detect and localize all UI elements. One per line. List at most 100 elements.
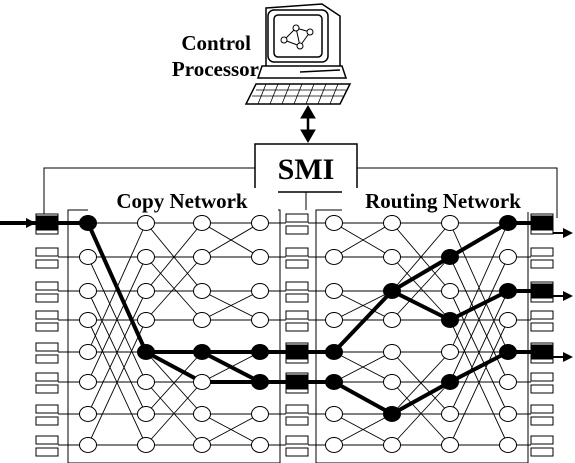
middle-buffer-6-1 [285, 416, 309, 426]
middle-buffer-2-1 [285, 293, 309, 303]
active-path-segment-7 [448, 221, 510, 259]
switch-node-4-5 [251, 374, 269, 390]
switch-node-6-4 [383, 344, 401, 360]
output-buffer-5-0 [530, 372, 554, 382]
route-cross-2-4 [449, 222, 509, 353]
switch-node-7-5 [441, 374, 459, 390]
switch-node-5-5 [325, 374, 343, 390]
output-buffer-6-1 [530, 416, 554, 426]
switch-node-1-6 [79, 406, 97, 422]
input-buffer-2-1 [35, 293, 59, 303]
copy-cross-1-7 [145, 381, 203, 446]
copy-cross-2-3 [201, 290, 261, 321]
switch-node-7-7 [441, 437, 459, 453]
middle-buffer-3-1 [285, 322, 309, 332]
switch-node-4-6 [251, 406, 269, 422]
switch-node-7-1 [441, 249, 459, 265]
switch-node-2-6 [137, 406, 155, 422]
control-processor-label-line1: Control [181, 31, 251, 55]
copy-cross-1-6 [145, 351, 203, 415]
middle-buffer-1-0 [285, 247, 309, 257]
copy-cross-0-7 [87, 319, 147, 446]
switch-node-4-7 [251, 437, 269, 453]
route-cross-0-7 [333, 413, 393, 446]
computer-workstation-icon [244, 3, 352, 105]
switch-node-3-0 [193, 215, 211, 231]
output-buffer-3-1 [530, 322, 554, 332]
route-cross-1-2 [391, 222, 451, 292]
output-arrow-1-head-icon [563, 228, 573, 238]
output-arrow-2-head-icon [563, 291, 573, 301]
input-buffer-5-1 [35, 384, 59, 394]
switch-node-2-4 [137, 344, 155, 360]
switch-node-3-5 [193, 374, 211, 390]
copy-cross-2-1 [201, 222, 261, 258]
switch-node-2-5 [137, 374, 155, 390]
output-buffer-1-0 [530, 247, 554, 257]
switch-node-7-6 [441, 406, 459, 422]
switch-node-6-3 [383, 312, 401, 328]
switch-node-8-7 [499, 437, 517, 453]
output-buffer-7-1 [530, 447, 554, 457]
switch-node-5-0 [325, 215, 343, 231]
smi-label: SMI [278, 153, 335, 186]
switch-node-5-3 [325, 312, 343, 328]
switch-node-6-1 [383, 249, 401, 265]
output-buffer-7-0 [530, 435, 554, 445]
active-path-segment-10 [200, 350, 262, 384]
switch-node-4-1 [251, 249, 269, 265]
copy-cross-2-7 [201, 413, 261, 446]
switch-node-1-1 [79, 249, 97, 265]
middle-buffer-0-0 [285, 213, 309, 223]
middle-buffer-7-1 [285, 447, 309, 457]
middle-buffer-7-0 [285, 435, 309, 445]
active-path-segment-9 [448, 289, 510, 322]
route-cross-1-6 [391, 351, 451, 415]
control-processor-label-line2: Processor [172, 57, 259, 81]
middle-buffer-3-0 [285, 310, 309, 320]
switch-node-8-5 [499, 374, 517, 390]
switch-node-1-5 [79, 374, 97, 390]
switch-node-6-0 [383, 215, 401, 231]
active-buffer-5 [530, 344, 554, 360]
switch-node-7-2 [441, 283, 459, 299]
copy-cross-0-6 [87, 290, 147, 415]
input-buffer-4-1 [35, 354, 59, 364]
switch-node-6-5 [383, 374, 401, 390]
input-buffer-6-1 [35, 416, 59, 426]
switch-node-1-4 [79, 344, 97, 360]
switch-node-1-0 [79, 215, 97, 231]
input-buffer-5-0 [35, 372, 59, 382]
route-cross-2-5 [449, 256, 509, 383]
middle-buffer-0-1 [285, 225, 309, 235]
middle-buffer-1-1 [285, 259, 309, 269]
switch-node-2-2 [137, 283, 155, 299]
active-path-segment-13 [390, 380, 452, 416]
switch-node-4-2 [251, 283, 269, 299]
active-buffer-3 [530, 215, 554, 231]
switch-node-5-6 [325, 406, 343, 422]
port-arrows [6, 218, 573, 362]
switch-node-3-1 [193, 249, 211, 265]
route-cross-0-5 [333, 351, 393, 383]
copy-cross-0-5 [87, 256, 147, 383]
active-path-segment-12 [332, 380, 394, 416]
copy-network-label: Copy Network [116, 189, 248, 213]
switch-node-6-7 [383, 437, 401, 453]
active-path-segment-15 [144, 350, 204, 384]
switch-nodes [79, 215, 517, 453]
switch-node-5-1 [325, 249, 343, 265]
input-buffer-4-0 [35, 342, 59, 352]
switch-node-8-4 [499, 344, 517, 360]
route-cross-2-6 [449, 290, 509, 415]
switch-node-1-3 [79, 312, 97, 328]
output-arrow-3-head-icon [563, 352, 573, 362]
port-buffers [35, 213, 554, 457]
output-buffer-6-0 [530, 404, 554, 414]
route-cross-0-1 [333, 222, 393, 258]
control-lines [43, 167, 558, 218]
switch-node-3-7 [193, 437, 211, 453]
switch-node-8-0 [499, 215, 517, 231]
switch-node-7-4 [441, 344, 459, 360]
